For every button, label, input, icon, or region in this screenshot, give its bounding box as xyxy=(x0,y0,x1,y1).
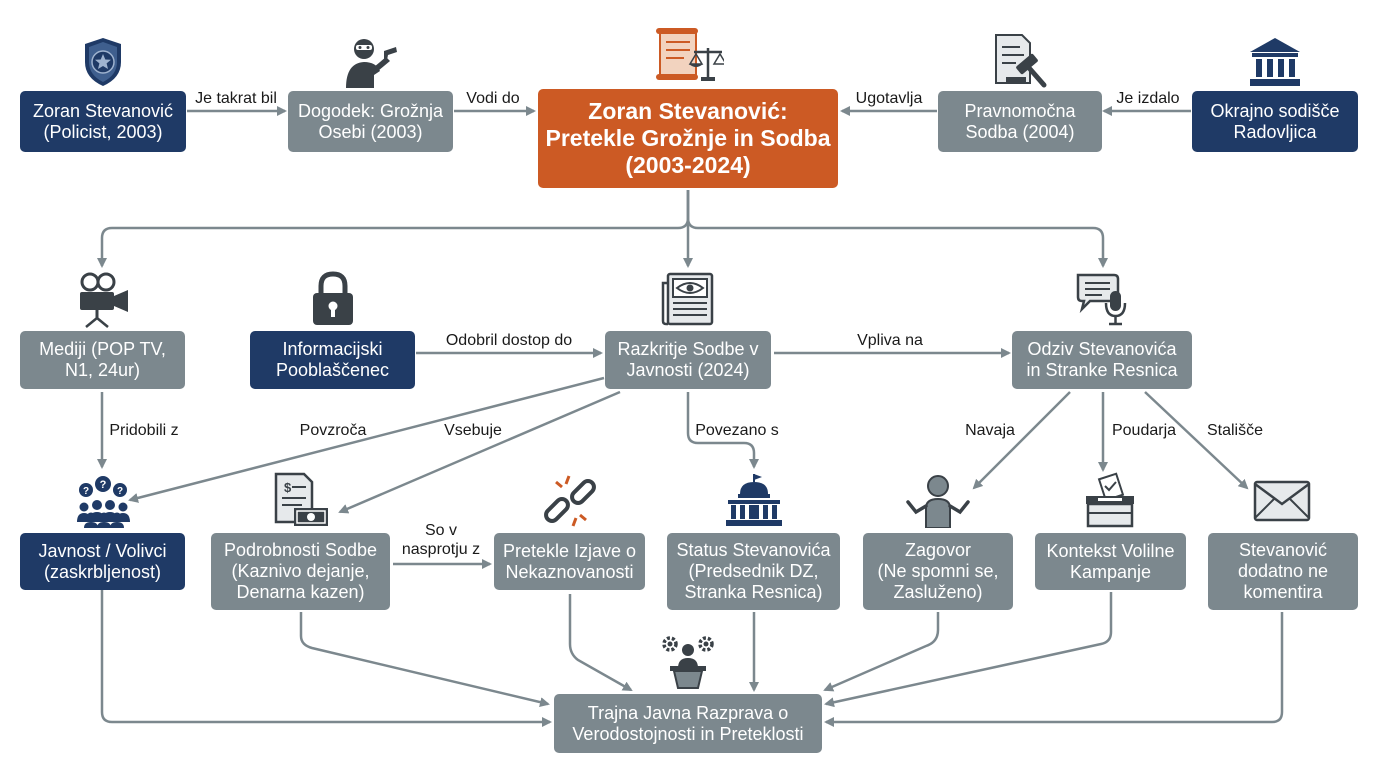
edge-label-navaja: Navaja xyxy=(965,422,1015,439)
edge-pretekle-trajna xyxy=(568,594,633,692)
svg-text:?: ? xyxy=(100,479,107,491)
edge-label-povezano-s: Povezano s xyxy=(695,422,779,439)
node-javnost[interactable]: Javnost / Volivci (zaskrbljenost) xyxy=(20,533,185,590)
node-okrajno[interactable]: Okrajno sodišče Radovljica xyxy=(1192,91,1358,152)
edge-label-pridobili-z: Pridobili z xyxy=(109,422,179,439)
speaker-podium-gears-icon xyxy=(662,636,714,689)
edge-label-je-takrat-bil: Je takrat bil xyxy=(195,90,277,107)
invoice-cash-icon: $ xyxy=(274,472,328,526)
node-zagovor[interactable]: Zagovor (Ne spomni se, Zasluženo) xyxy=(863,533,1013,610)
edge-label-vodi-do: Vodi do xyxy=(466,90,520,107)
edge-label-vsebuje: Vsebuje xyxy=(444,422,502,439)
node-odziv[interactable]: Odziv Stevanovića in Stranke Resnica xyxy=(1012,331,1192,389)
edge-label-so-v-nasprotju: So v nasprotju z xyxy=(401,522,481,558)
node-pravnomocna[interactable]: Pravnomočna Sodba (2004) xyxy=(938,91,1102,152)
envelope-icon xyxy=(1253,480,1311,522)
edge-central-odziv xyxy=(686,190,1108,268)
edge-razkritje-status xyxy=(686,392,759,469)
edge-odziv-stevanovic xyxy=(1144,391,1249,490)
edge-label-je-izdalo: Je izdalo xyxy=(1116,90,1180,107)
node-pretekle-izjave[interactable]: Pretekle Izjave o Nekaznovanosti xyxy=(494,533,645,590)
edge-razkritje-javnost xyxy=(128,376,605,503)
edge-stevanovic-trajna xyxy=(824,612,1284,727)
svg-text:?: ? xyxy=(83,486,89,497)
video-camera-icon xyxy=(80,272,128,328)
ballot-box-icon xyxy=(1086,472,1134,528)
crowd-questions-icon: ? ? ? xyxy=(77,476,130,528)
gavel-document-icon xyxy=(995,34,1047,88)
edge-razkritje-podrobnosti xyxy=(338,390,621,514)
node-status[interactable]: Status Stevanovića (Predsednik DZ, Stran… xyxy=(667,533,840,610)
node-mediji[interactable]: Mediji (POP TV, N1, 24ur) xyxy=(20,331,185,389)
parliament-building-icon xyxy=(726,474,782,526)
node-podrobnosti[interactable]: Podrobnosti Sodbe (Kaznivo dejanje, Dena… xyxy=(211,533,390,610)
police-badge-icon xyxy=(85,38,121,86)
svg-text:?: ? xyxy=(117,486,123,497)
node-trajna[interactable]: Trajna Javna Razprava o Verodostojnosti … xyxy=(554,694,822,753)
edge-odziv-zagovor xyxy=(972,391,1071,490)
edge-label-vpliva-na: Vpliva na xyxy=(857,332,923,349)
edge-kontekst-trajna xyxy=(824,592,1113,708)
scroll-and-scales-icon xyxy=(656,28,724,81)
edge-central-mediji xyxy=(97,190,690,268)
svg-text:$: $ xyxy=(284,480,292,495)
edge-label-povzroca: Povzroča xyxy=(299,422,367,439)
edge-label-odobril: Odobril dostop do xyxy=(445,332,573,349)
edge-label-ugotavlja: Ugotavlja xyxy=(855,90,923,107)
newspaper-eye-icon xyxy=(661,272,714,326)
broken-chain-icon xyxy=(544,475,596,527)
edge-zagovor-trajna xyxy=(823,612,940,692)
node-informacijski[interactable]: Informacijski Pooblaščenec xyxy=(250,331,415,389)
node-stevanovic-ne[interactable]: Stevanović dodatno ne komentira xyxy=(1208,533,1358,610)
node-dogodek[interactable]: Dogodek: Grožnja Osebi (2003) xyxy=(288,91,453,152)
edge-javnost-trajna xyxy=(100,590,552,727)
edge-label-poudarja: Poudarja xyxy=(1111,422,1177,439)
padlock-icon xyxy=(313,271,353,325)
speech-bubble-microphone-icon xyxy=(1076,273,1127,326)
node-kontekst[interactable]: Kontekst Volilne Kampanje xyxy=(1035,533,1186,590)
courthouse-icon xyxy=(1250,38,1300,86)
node-razkritje[interactable]: Razkritje Sodbe v Javnosti (2024) xyxy=(605,331,771,389)
criminal-with-gun-icon xyxy=(346,39,397,88)
edge-podrobnosti-trajna xyxy=(299,612,550,708)
node-zoran-policist[interactable]: Zoran Stevanović (Policist, 2003) xyxy=(20,91,186,152)
edge-label-stalisce: Stališče xyxy=(1206,422,1264,439)
node-central[interactable]: Zoran Stevanović: Pretekle Grožnje in So… xyxy=(538,89,838,188)
shrugging-person-icon xyxy=(906,475,970,528)
